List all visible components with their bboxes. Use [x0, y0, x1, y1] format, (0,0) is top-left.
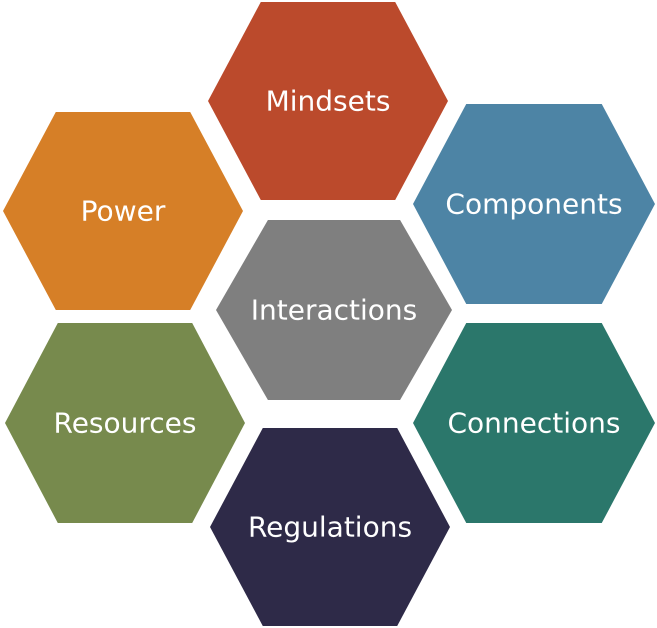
hex-regulations: Regulations — [210, 428, 450, 626]
hex-power-shape — [3, 112, 243, 310]
hex-regulations-shape — [210, 428, 450, 626]
hex-resources: Resources — [5, 323, 245, 523]
hex-mindsets-shape — [208, 2, 448, 200]
hex-interactions-shape — [216, 220, 452, 400]
hex-connections-label: Connections — [447, 407, 620, 440]
hex-resources-label: Resources — [54, 407, 197, 440]
hex-connections-shape — [413, 323, 655, 523]
hex-mindsets-label: Mindsets — [266, 85, 391, 118]
hex-interactions: Interactions — [216, 220, 452, 400]
hex-resources-shape — [5, 323, 245, 523]
hex-regulations-label: Regulations — [248, 511, 412, 544]
hex-power: Power — [3, 112, 243, 310]
hex-components-label: Components — [445, 188, 622, 221]
hex-interactions-label: Interactions — [251, 294, 418, 327]
hex-components-shape — [413, 104, 655, 304]
hex-mindsets: Mindsets — [208, 2, 448, 200]
hex-components: Components — [413, 104, 655, 304]
hex-connections: Connections — [413, 323, 655, 523]
hex-power-label: Power — [81, 195, 166, 228]
